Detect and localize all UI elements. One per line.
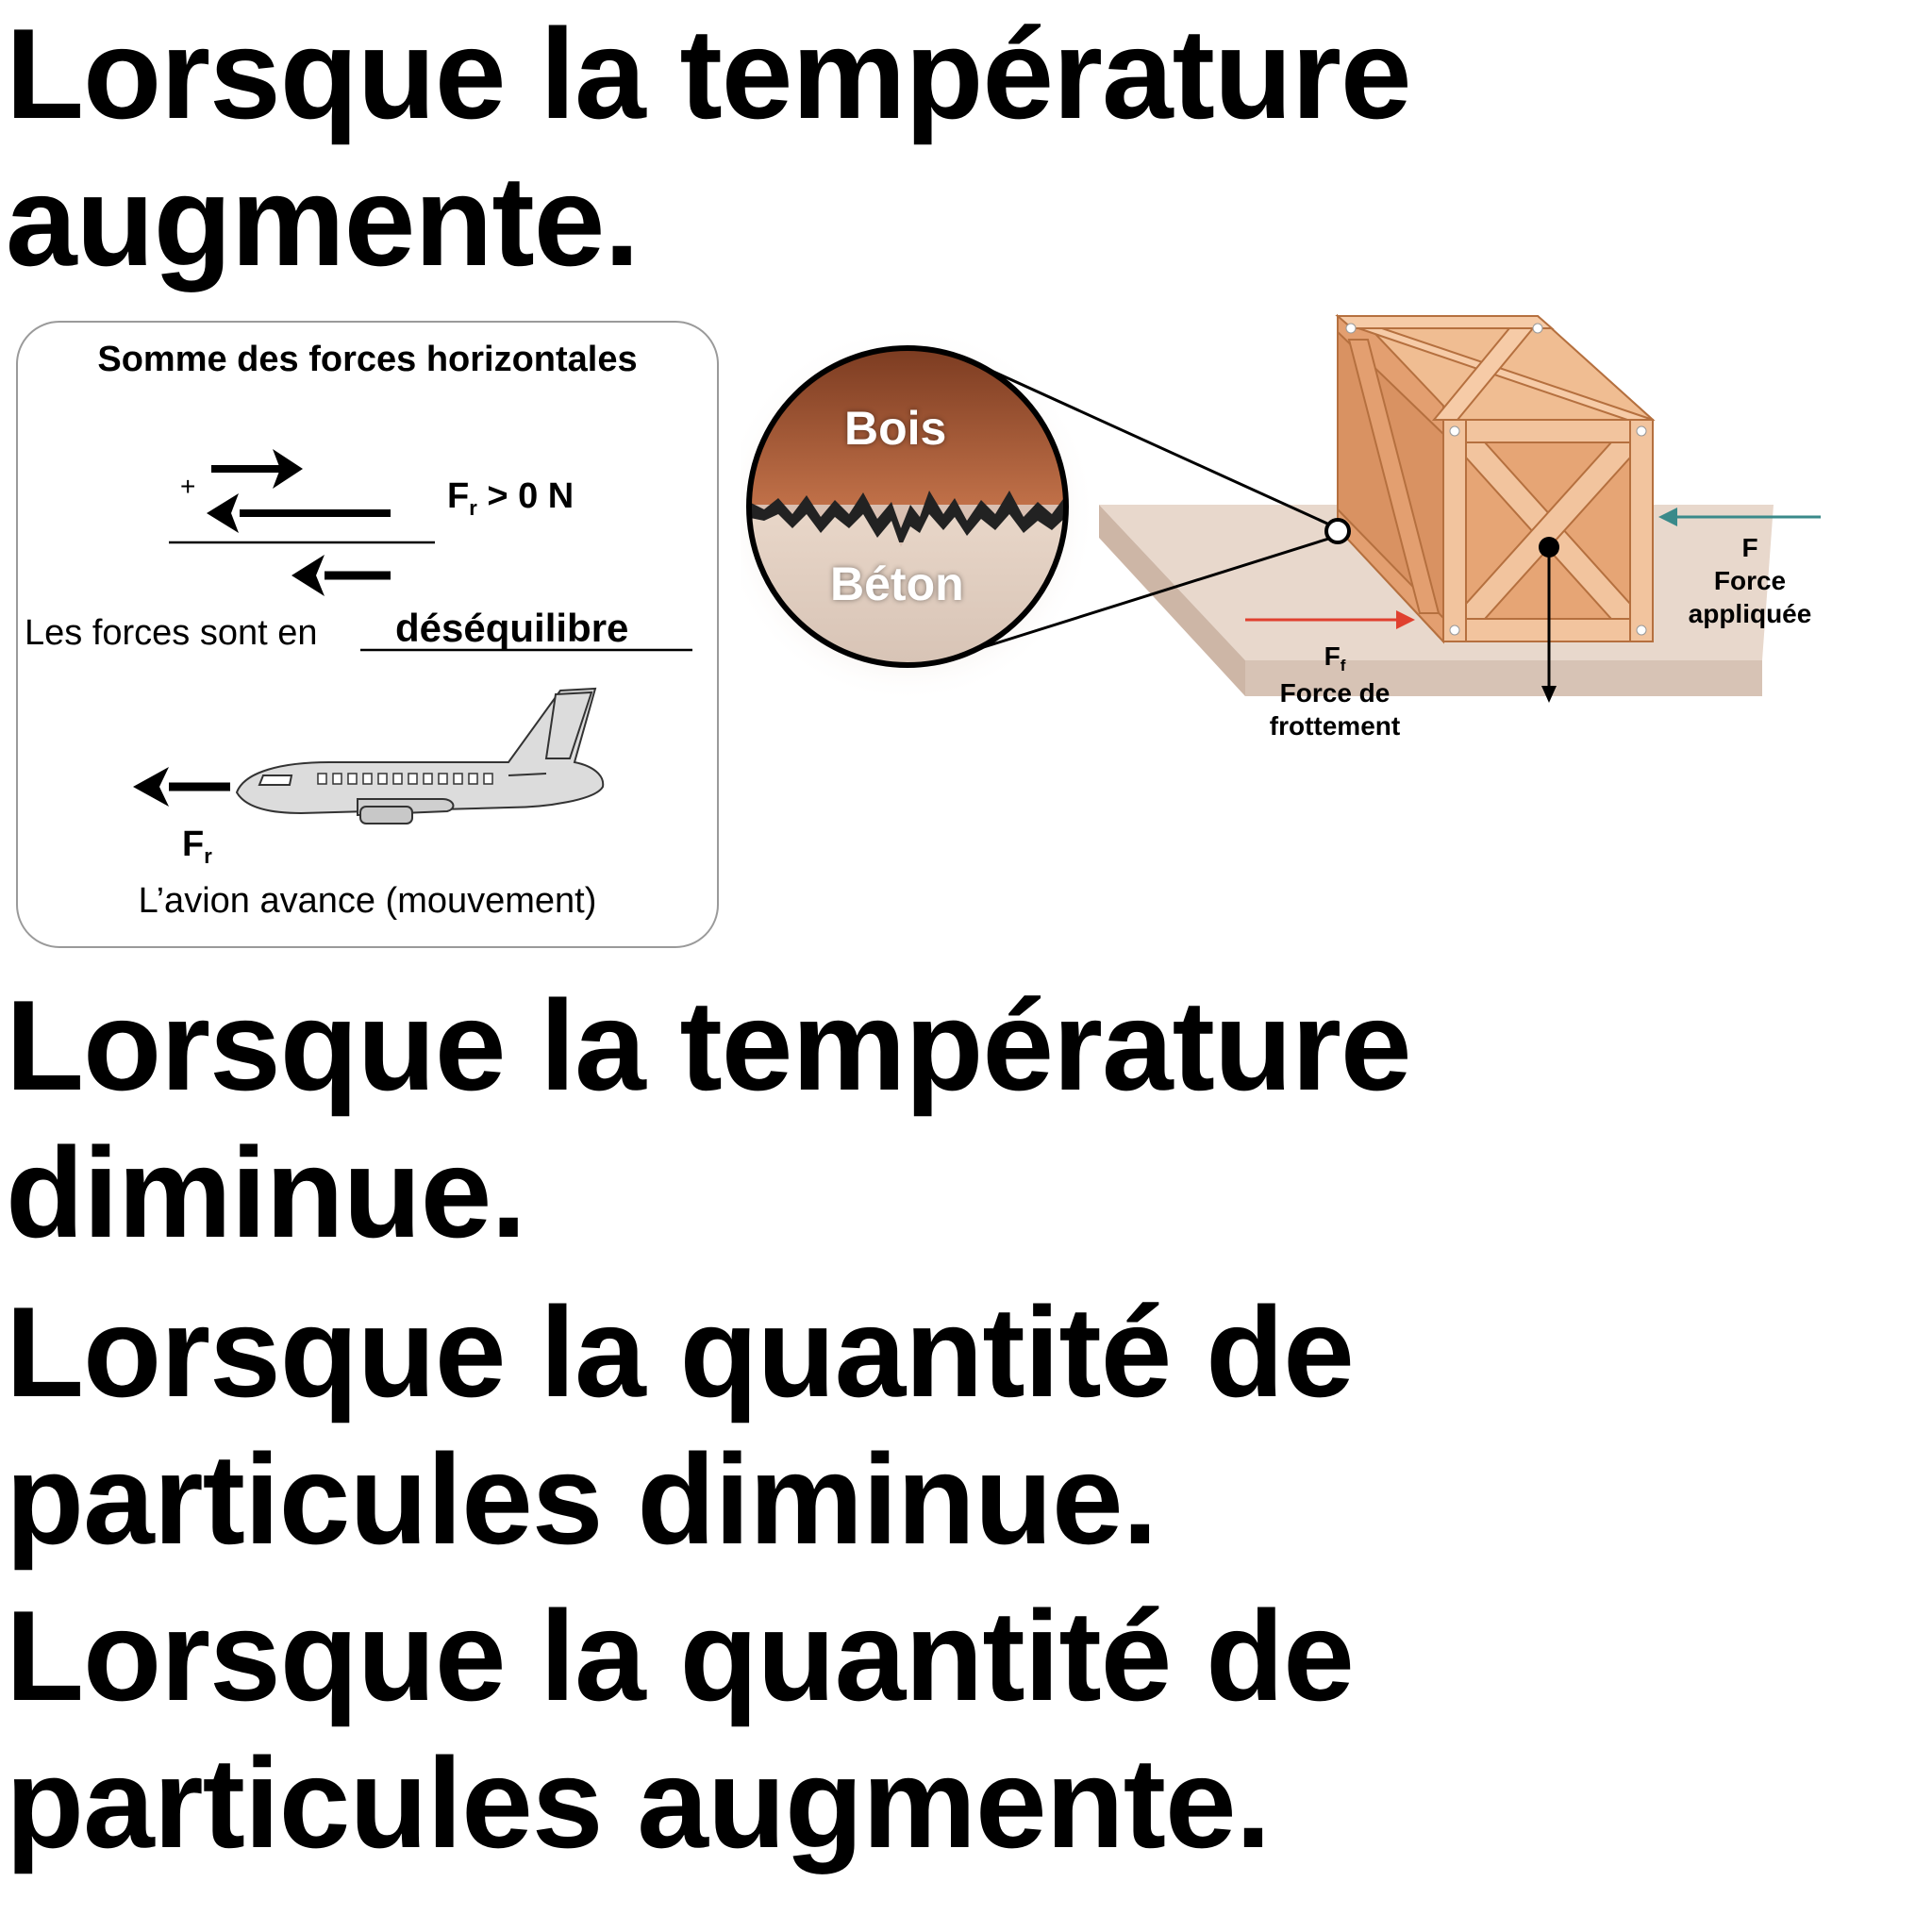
zoom-line-bottom bbox=[971, 534, 1339, 653]
wooden-crate bbox=[1335, 313, 1656, 644]
heading-line: Lorsque la température bbox=[6, 2, 1412, 145]
fr-subscript: r bbox=[204, 844, 212, 868]
ff-symbol: F bbox=[1324, 641, 1341, 671]
applied-force-arrow-icon bbox=[1658, 508, 1821, 526]
plane-net-force-label: Fr bbox=[182, 824, 212, 868]
contact-point-marker bbox=[1324, 518, 1351, 544]
heading-temperature-decreases: Lorsque la température diminue. bbox=[6, 972, 1412, 1266]
heading-line: augmente. bbox=[6, 149, 640, 292]
applied-symbol: F bbox=[1741, 533, 1758, 562]
airplane-icon bbox=[235, 687, 605, 824]
forces-panel: Somme des forces horizontales + Fr > 0 N… bbox=[16, 321, 719, 948]
friction-symbol: Ff bbox=[1255, 640, 1415, 676]
left-arrow-icon bbox=[207, 493, 391, 533]
friction-name-line1: Force de bbox=[1279, 678, 1391, 708]
concrete-label: Béton bbox=[830, 558, 964, 610]
heading-particles-decrease: Lorsque la quantité de particules diminu… bbox=[6, 1278, 1355, 1573]
net-force-condition: Fr > 0 N bbox=[447, 476, 575, 520]
heading-line: Lorsque la température bbox=[6, 974, 1412, 1117]
fr-subscript: r bbox=[469, 496, 477, 520]
plane-caption: L’avion avance (mouvement) bbox=[138, 881, 597, 921]
blank-answer: déséquilibre bbox=[395, 606, 629, 650]
positive-direction-sign: + bbox=[180, 472, 196, 501]
friction-name-line2: frottement bbox=[1269, 711, 1401, 741]
ff-subscript: f bbox=[1340, 657, 1346, 675]
heading-line: Lorsque la quantité de bbox=[6, 1280, 1355, 1424]
heading-particles-increase: Lorsque la quantité de particules augmen… bbox=[6, 1582, 1355, 1876]
applied-name-line2: appliquée bbox=[1688, 599, 1812, 628]
forces-sentence: Les forces sont en bbox=[25, 613, 318, 653]
friction-crate-illustration bbox=[741, 313, 1821, 703]
weight-arrow-icon bbox=[1539, 537, 1559, 703]
resultant-arrow-icon bbox=[291, 555, 391, 596]
friction-force-arrow-icon bbox=[1245, 610, 1415, 629]
zoom-line-top bbox=[980, 364, 1339, 530]
heading-line: diminue. bbox=[6, 1121, 526, 1264]
magnifier-ring bbox=[746, 345, 1069, 668]
heading-line: particules diminue. bbox=[6, 1427, 1158, 1571]
friction-force-label: Ff Force de frottement bbox=[1255, 640, 1415, 742]
applied-name-line1: Force bbox=[1713, 566, 1787, 595]
fr-condition: > 0 N bbox=[476, 476, 575, 516]
plane-direction-arrow-icon bbox=[133, 767, 230, 807]
heading-temperature-increases: Lorsque la température augmente. bbox=[6, 0, 1412, 294]
heading-line: Lorsque la quantité de bbox=[6, 1584, 1355, 1727]
applied-force-label: F Force appliquée bbox=[1670, 531, 1830, 630]
panel-title: Somme des forces horizontales bbox=[97, 340, 638, 379]
fr-symbol: F bbox=[447, 476, 470, 516]
forces-diagram bbox=[133, 449, 692, 824]
fr-symbol: F bbox=[182, 824, 205, 864]
heading-line: particules augmente. bbox=[6, 1731, 1271, 1874]
wood-label: Bois bbox=[844, 402, 947, 455]
right-arrow-icon bbox=[211, 449, 303, 489]
